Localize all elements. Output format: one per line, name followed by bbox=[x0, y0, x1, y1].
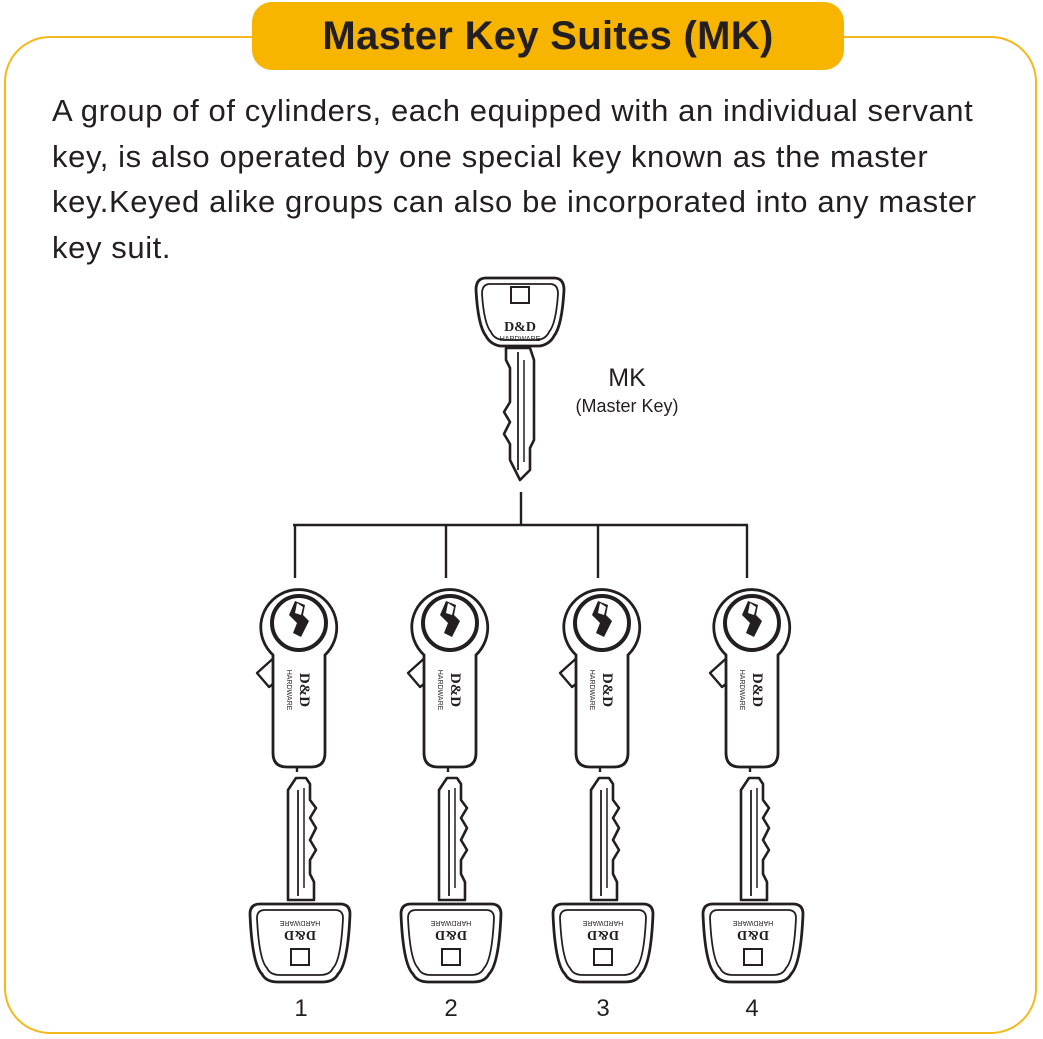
cylinder-number-4: 4 bbox=[745, 995, 758, 1022]
master-key: D&D HARDWARE bbox=[474, 276, 566, 482]
cylinder-brand: D&D bbox=[296, 673, 312, 707]
cylinder-brand: D&D bbox=[749, 673, 765, 707]
connector-tree bbox=[293, 492, 752, 772]
servant-key-2: HARDWARE D&D bbox=[399, 776, 503, 984]
master-key-sublabel: (Master Key) bbox=[575, 396, 678, 416]
cylinder-brand-sub: HARDWARE bbox=[738, 670, 745, 711]
description-text: A group of of cylinders, each equipped w… bbox=[52, 93, 977, 265]
servant-key-brand-sub: HARDWARE bbox=[279, 919, 320, 926]
servant-key-3: HARDWARE D&D bbox=[551, 776, 655, 984]
servant-key-brand-sub: HARDWARE bbox=[582, 919, 623, 926]
servant-key-brand-sub: HARDWARE bbox=[430, 919, 471, 926]
title-banner: Master Key Suites (MK) bbox=[252, 2, 844, 70]
master-key-label: MK bbox=[608, 364, 646, 392]
master-key-brand-sub: HARDWARE bbox=[500, 336, 541, 343]
servant-key-brand: D&D bbox=[587, 927, 619, 942]
cylinder-brand: D&D bbox=[447, 673, 463, 707]
cylinder-number-3: 3 bbox=[596, 995, 609, 1022]
servant-key-brand: D&D bbox=[284, 927, 316, 942]
cylinder-brand-sub: HARDWARE bbox=[588, 670, 595, 711]
cylinder-3: D&D HARDWARE bbox=[558, 587, 642, 769]
page-title: Master Key Suites (MK) bbox=[322, 13, 774, 58]
master-key-brand: D&D bbox=[504, 320, 536, 335]
servant-key-brand: D&D bbox=[435, 927, 467, 942]
cylinder-brand: D&D bbox=[599, 673, 615, 707]
key-hole-square bbox=[510, 286, 530, 304]
cylinder-1: D&D HARDWARE bbox=[255, 587, 339, 769]
cylinder-number-2: 2 bbox=[444, 995, 457, 1022]
servant-key-1: HARDWARE D&D bbox=[248, 776, 352, 984]
cylinder-brand-sub: HARDWARE bbox=[285, 670, 292, 711]
cylinder-2: D&D HARDWARE bbox=[406, 587, 490, 769]
cylinder-brand-sub: HARDWARE bbox=[436, 670, 443, 711]
servant-key-brand-sub: HARDWARE bbox=[732, 919, 773, 926]
servant-key-brand: D&D bbox=[737, 927, 769, 942]
cylinder-number-1: 1 bbox=[294, 995, 307, 1022]
cylinder-4: D&D HARDWARE bbox=[708, 587, 792, 769]
servant-key-4: HARDWARE D&D bbox=[701, 776, 805, 984]
